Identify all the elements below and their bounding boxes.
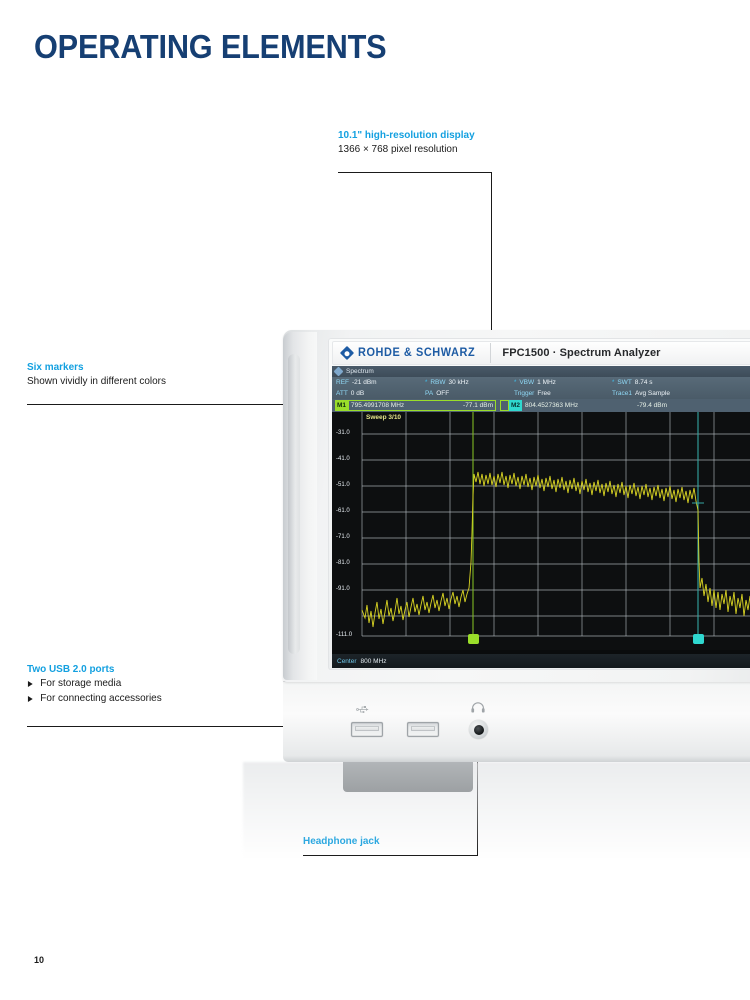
spectrum-plot[interactable]: Sweep 3/10: [332, 412, 750, 650]
y-axis-label-7: -111.0: [336, 632, 353, 638]
marker-m1-badge: M1: [335, 400, 349, 411]
status-rbw-key: RBW: [430, 379, 446, 386]
instrument-foot: [343, 762, 473, 792]
status-vbw-key: VBW: [519, 379, 535, 386]
marker-m1-frequency: 795.4991708 MHz: [351, 402, 405, 409]
status-ref[interactable]: REF-21 dBm: [336, 377, 377, 388]
marker-m1-end-cap: [500, 400, 509, 411]
status-vbw-star-icon: *: [514, 379, 517, 386]
headphone-jack[interactable]: [469, 720, 488, 739]
headphone-jack-hole: [473, 724, 484, 735]
status-ref-value: -21 dBm: [352, 379, 377, 386]
instrument-left-groove: [288, 354, 300, 654]
spectrum-graph: [361, 412, 750, 637]
callout-markers-head: Six markers: [27, 361, 84, 373]
screen-footer-bar: Center 800 MHz: [332, 654, 750, 668]
status-att-value: 0 dB: [350, 390, 365, 397]
marker-m2-level: -79.4 dBm: [637, 402, 668, 409]
callout-markers-sub: Shown vividly in different colors: [27, 375, 166, 387]
leader-line-usb: [27, 726, 362, 727]
center-frequency-key: Center: [337, 657, 357, 665]
header-divider: [490, 343, 492, 363]
callout-usb-head: Two USB 2.0 ports: [27, 663, 115, 675]
y-axis-label-2: -51.0: [336, 482, 350, 488]
marker-m1-level: -77.1 dBm: [463, 402, 494, 409]
status-rbw-star-icon: *: [425, 379, 428, 386]
leader-line-markers: [27, 404, 342, 405]
y-axis-label-6: -91.0: [336, 586, 350, 592]
status-pa-key: PA: [425, 390, 434, 397]
status-pa-value: OFF: [436, 390, 450, 397]
instrument-header-bar: ROHDE & SCHWARZ FPC1500 · Spectrum Analy…: [332, 341, 750, 365]
fpc1500-spectrum-analyzer: ROHDE & SCHWARZ FPC1500 · Spectrum Analy…: [243, 330, 750, 857]
page-title: OPERATING ELEMENTS: [34, 28, 387, 65]
callout-usb: Two USB 2.0 ports For storage media For …: [27, 662, 169, 706]
headphone-icon: [471, 702, 485, 713]
marker-m2-flag[interactable]: [693, 634, 704, 644]
rohde-schwarz-diamond-icon: [339, 345, 354, 361]
callout-display-sub: 1366 × 768 pixel resolution: [338, 143, 458, 155]
marker-m2-badge: M2: [509, 400, 523, 411]
callout-display-head: 10.1" high-resolution display: [338, 129, 475, 141]
model-label: FPC1500 · Spectrum Analyzer: [502, 347, 661, 359]
y-axis-label-4: -71.0: [336, 534, 350, 540]
y-axis-label-5: -81.0: [336, 560, 350, 566]
status-vbw-value: 1 MHz: [537, 379, 556, 386]
y-axis-label-1: -41.0: [336, 456, 350, 462]
sweep-label: Sweep 3/10: [366, 414, 402, 421]
status-trace-value: Avg Sample: [635, 390, 670, 397]
brand-name: ROHDE & SCHWARZ: [358, 347, 476, 359]
status-att-key: ATT: [336, 390, 348, 397]
brand-logo: ROHDE & SCHWARZ: [332, 345, 481, 361]
y-axis-label-0: -31.0: [336, 430, 350, 436]
callout-markers: Six markers Shown vividly in different c…: [27, 360, 173, 388]
marker-m1-flag[interactable]: [468, 634, 479, 644]
page-number: 10: [34, 955, 45, 965]
spectrum-trace: [361, 471, 750, 628]
leader-line-display-horizontal: [338, 172, 492, 173]
screen-marker-bar[interactable]: M1 795.4991708 MHz -77.1 dBm M2 804.4527…: [332, 399, 750, 412]
marker-m2[interactable]: M2 804.4527363 MHz -79.4 dBm: [509, 400, 670, 411]
marker-m1[interactable]: M1 795.4991708 MHz -77.1 dBm: [335, 400, 496, 411]
status-trigger-value: Free: [537, 390, 551, 397]
y-axis-label-3: -61.0: [336, 508, 350, 514]
callout-display: 10.1" high-resolution display 1366 × 768…: [338, 128, 482, 156]
status-swt-star-icon: *: [612, 379, 615, 386]
status-swt-key: SWT: [617, 379, 632, 386]
status-swt-value: 8.74 s: [634, 379, 653, 386]
callout-usb-item-1: For connecting accessories: [27, 691, 162, 706]
status-ref-key: REF: [336, 379, 349, 386]
spectrum-diamond-icon: [333, 366, 344, 377]
status-trigger-key: Trigger: [514, 390, 535, 397]
center-frequency-value: 800 MHz: [360, 657, 387, 665]
marker-m2-frequency: 804.4527363 MHz: [525, 402, 579, 409]
screen-title-bar: Spectrum: [332, 366, 750, 377]
usb-icon: [356, 706, 369, 713]
usb-port-2[interactable]: [407, 722, 439, 737]
screen-window-title: Spectrum: [346, 368, 374, 375]
status-trace-key: Trace1: [612, 390, 632, 397]
desk-reflection: [243, 762, 750, 857]
status-rbw-value: 30 kHz: [448, 379, 469, 386]
callout-usb-item-0: For storage media: [27, 676, 162, 691]
usb-port-1[interactable]: [351, 722, 383, 737]
